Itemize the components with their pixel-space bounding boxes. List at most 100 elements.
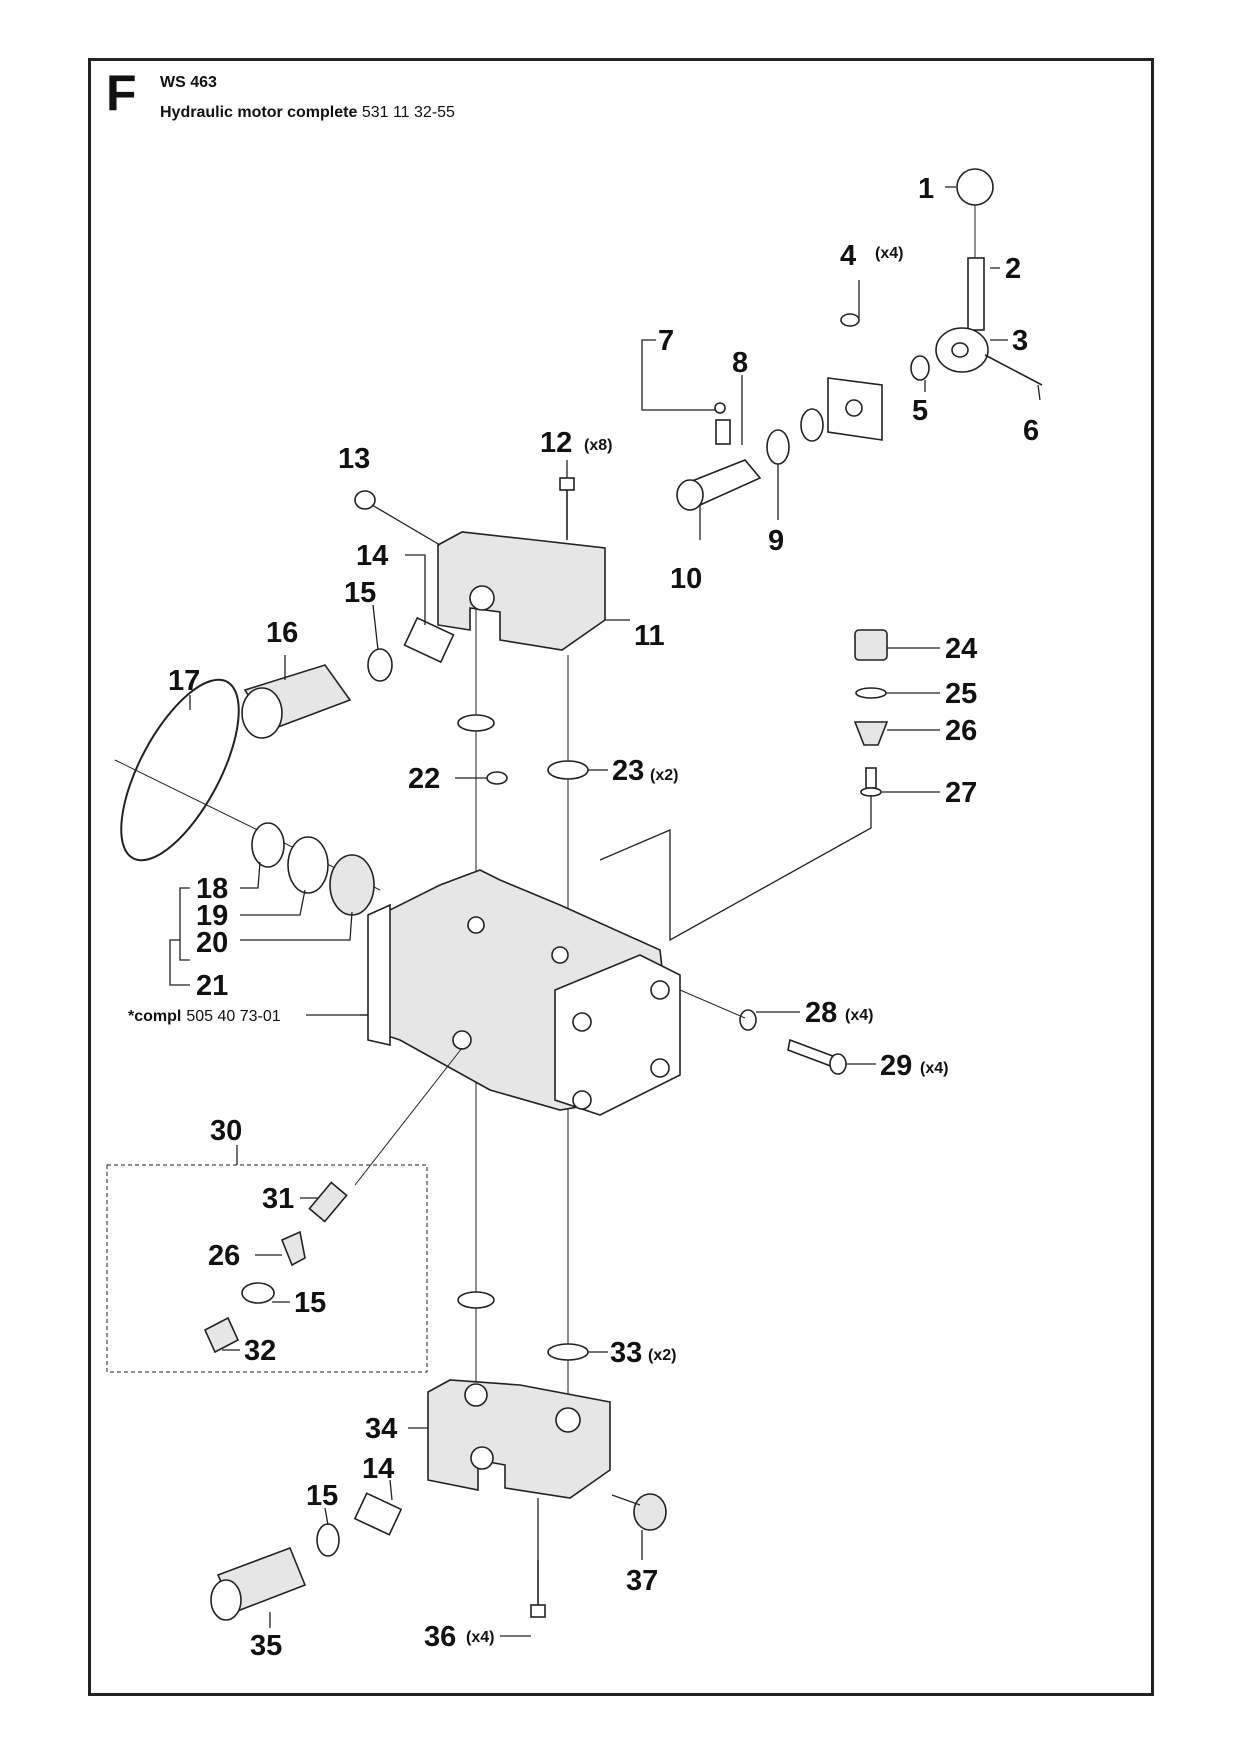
- o-ring-17: [120, 678, 240, 862]
- callout-23-qty: (x2): [650, 767, 678, 784]
- screw-37: [633, 1493, 667, 1531]
- callout-25: 25: [945, 678, 977, 710]
- bolt-29-head: [829, 1053, 847, 1075]
- end-bolt-br: [650, 1058, 670, 1078]
- plug-32: [203, 1316, 240, 1354]
- callout-15c: 15: [306, 1480, 338, 1512]
- page-frame: [88, 58, 1154, 1696]
- callout-4: 4: [840, 240, 856, 272]
- section-letter: F: [106, 65, 137, 121]
- lever-rod: [967, 257, 985, 331]
- valve-16-face: [241, 687, 283, 739]
- callout-12: 12: [540, 427, 572, 459]
- pin-27: [865, 767, 877, 789]
- callout-33: 33: [610, 1337, 642, 1369]
- callout-labels: 1 2 3 4 (x4) 5 6 7 8 9 10 11 12 (x8) 13 …: [168, 173, 1039, 1662]
- washer-9b: [800, 408, 824, 442]
- callout-36-qty: (x4): [466, 1629, 494, 1646]
- diagram-title: Hydraulic motor complete 531 11 32-55: [160, 104, 455, 122]
- o-ring-23: [547, 760, 589, 780]
- pin-27-head: [860, 787, 882, 797]
- spring-26b: [280, 1230, 306, 1267]
- circlip-18: [251, 822, 285, 868]
- callout-8: 8: [732, 347, 748, 379]
- callout-17: 17: [168, 665, 200, 697]
- callout-21: 21: [196, 970, 228, 1002]
- callout-27: 27: [945, 777, 977, 809]
- o-ring-15b: [241, 1282, 275, 1304]
- callout-2: 2: [1005, 253, 1021, 285]
- compl-note: *compl 505 40 73-01: [128, 1008, 281, 1025]
- callout-35: 35: [250, 1630, 282, 1662]
- callout-36: 36: [424, 1621, 456, 1653]
- o-ring-lower-a: [457, 1291, 495, 1309]
- callout-31: 31: [262, 1183, 294, 1215]
- callout-24: 24: [945, 633, 977, 665]
- callout-4-qty: (x4): [875, 245, 903, 262]
- callout-33-qty: (x2): [648, 1347, 676, 1364]
- callout-32: 32: [244, 1335, 276, 1367]
- washer-19: [287, 836, 329, 894]
- cap-24: [854, 629, 888, 661]
- plate-screw: [840, 313, 860, 327]
- spring-26a: [853, 721, 889, 746]
- callout-13: 13: [338, 443, 370, 475]
- callout-29: 29: [880, 1050, 912, 1082]
- screw-12-head: [559, 477, 575, 491]
- kit-30-box: [106, 1164, 428, 1373]
- callout-20: 20: [196, 927, 228, 959]
- upper-block-11: [437, 531, 606, 651]
- spring-14b: [353, 1492, 403, 1536]
- spring-31: [308, 1181, 348, 1223]
- spring-8: [715, 419, 731, 445]
- callout-37: 37: [626, 1565, 658, 1597]
- lever-hub-hole: [951, 342, 969, 358]
- callout-26b: 26: [208, 1240, 240, 1272]
- callout-3: 3: [1012, 325, 1028, 357]
- spool-10-end: [676, 479, 704, 511]
- cover-plate-hole: [845, 399, 863, 417]
- callout-22: 22: [408, 763, 440, 795]
- callout-29-qty: (x4): [920, 1060, 948, 1077]
- callout-5: 5: [912, 395, 928, 427]
- kit-30-link: [354, 1047, 463, 1186]
- end-bolt-tr: [650, 980, 670, 1000]
- callout-15a: 15: [344, 577, 376, 609]
- lever-pin: [984, 354, 1043, 386]
- motor-top-port-a: [467, 916, 485, 934]
- screw-36-head: [530, 1604, 546, 1618]
- o-ring-15a: [367, 648, 393, 682]
- washer-28: [739, 1009, 757, 1031]
- callout-14a: 14: [356, 540, 388, 572]
- motor-end-plate: [554, 954, 681, 1116]
- adapter-35-face: [210, 1579, 242, 1621]
- callout-1: 1: [918, 173, 934, 205]
- title-text: Hydraulic motor complete: [160, 104, 358, 121]
- motor-top-port-b: [551, 946, 569, 964]
- callout-15b: 15: [294, 1287, 326, 1319]
- compl-number: 505 40 73-01: [186, 1008, 280, 1025]
- motor-flange: [367, 903, 391, 1047]
- lower-block-side-port: [470, 1446, 494, 1470]
- o-ring-33: [547, 1343, 589, 1361]
- motor-side-port: [452, 1030, 472, 1050]
- o-ring-9: [766, 429, 790, 465]
- callout-10: 10: [670, 563, 702, 595]
- o-ring-upper-a: [457, 714, 495, 732]
- lower-block-34: [427, 1379, 611, 1499]
- callout-14b: 14: [362, 1453, 394, 1485]
- title-part-number: 531 11 32-55: [361, 104, 455, 121]
- compl-label: *compl: [128, 1008, 181, 1025]
- callout-26a: 26: [945, 715, 977, 747]
- o-ring-22: [486, 771, 508, 785]
- lower-block-port-a: [464, 1383, 488, 1407]
- callout-11: 11: [634, 620, 665, 652]
- plug-13: [354, 490, 376, 510]
- leader-lines: [169, 186, 1041, 1637]
- o-ring-15c: [316, 1523, 340, 1557]
- pin-27-path: [599, 795, 872, 942]
- callout-28: 28: [805, 997, 837, 1029]
- callout-16: 16: [266, 617, 298, 649]
- callout-9: 9: [768, 525, 784, 557]
